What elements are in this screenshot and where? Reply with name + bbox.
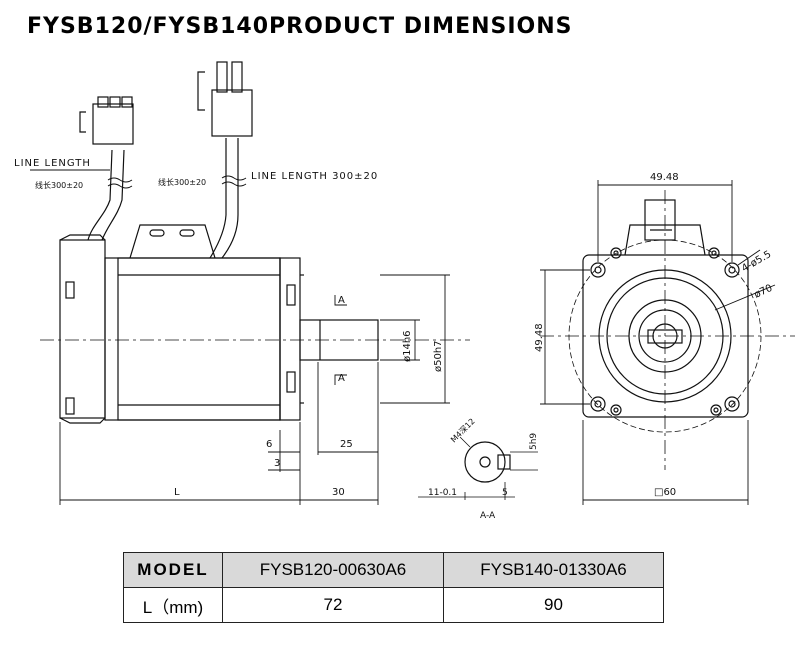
row-value-1: 72 xyxy=(222,587,444,623)
page-title: FYSB120/FYSB140PRODUCT DIMENSIONS xyxy=(27,14,573,39)
key-height-label: 5h9 xyxy=(529,433,539,450)
width-top-label: 49.48 xyxy=(650,172,679,183)
header-model-1: FYSB120-00630A6 xyxy=(222,552,444,588)
spec-table: MODEL FYSB120-00630A6 FYSB140-01330A6 L（… xyxy=(123,552,664,623)
motor-front-view xyxy=(540,190,795,470)
height-left-label: 49.48 xyxy=(534,323,545,352)
dim-30-label: 30 xyxy=(332,487,345,498)
drawing-labels: LINE LENGTH 线长300±20 线长300±20 LINE LENGT… xyxy=(14,158,774,521)
spigot-dia-label: ø50h7 xyxy=(433,340,444,372)
header-model: MODEL xyxy=(123,552,223,588)
cable-connectors xyxy=(79,61,253,259)
header-model-2: FYSB140-01330A6 xyxy=(443,552,664,588)
section-a-a-label: A-A xyxy=(480,511,496,521)
cable-note-right: 线长300±20 xyxy=(158,177,206,187)
motor-side-view xyxy=(40,224,470,424)
section-a-a xyxy=(418,436,538,500)
section-mark-top: A xyxy=(338,295,345,306)
row-value-2: 90 xyxy=(443,587,664,623)
dim-5-label: 5 xyxy=(502,488,508,498)
line-length-right-label: LINE LENGTH 300±20 xyxy=(251,171,378,182)
section-mark-bottom: A xyxy=(338,373,345,384)
dimension-drawing: LINE LENGTH 线长300±20 线长300±20 LINE LENGT… xyxy=(14,61,795,521)
dim-11-label: 11-0.1 xyxy=(428,488,457,498)
spec-table-row: L（mm) 72 90 xyxy=(123,587,664,623)
square-label: □60 xyxy=(654,487,676,498)
row-label: L（mm) xyxy=(123,587,223,623)
spec-table-header: MODEL FYSB120-00630A6 FYSB140-01330A6 xyxy=(123,552,664,588)
dim-25-label: 25 xyxy=(340,439,353,450)
dim-L-label: L xyxy=(174,487,180,498)
line-length-left-label: LINE LENGTH xyxy=(14,158,91,169)
side-dimension-lines xyxy=(30,169,450,505)
dim-3-label: 3 xyxy=(274,458,280,469)
dim-6-label: 6 xyxy=(266,439,272,450)
shaft-dia-label: ø14h6 xyxy=(402,330,413,362)
pcd-label: ø70 xyxy=(753,283,775,301)
holes-label: 4-ø5.5 xyxy=(740,249,773,275)
cable-note-left: 线长300±20 xyxy=(35,180,83,190)
front-dimension-lines xyxy=(540,180,776,505)
